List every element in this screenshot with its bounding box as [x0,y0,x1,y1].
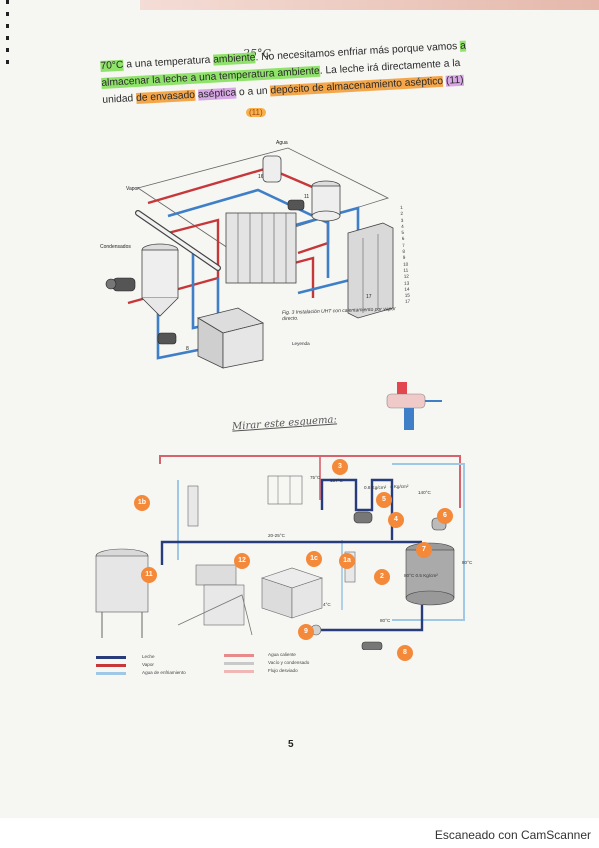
legend-num: 12 [403,273,410,280]
highlight-temperature: 70°C [100,59,124,72]
num-11: 11 [304,194,309,200]
legend-swatch-vapor [96,664,126,667]
paragraph-text-1: a una temperatura [123,54,214,71]
tag-1b: 1b [134,495,150,511]
tag-4: 4 [388,512,404,528]
body-paragraph: 70°C a una temperatura ambiente. No nece… [100,37,484,109]
legend-agua-caliente: Agua caliente [268,652,296,657]
tag-2: 2 [374,569,390,585]
pump-4 [353,511,373,524]
legend-vapor: Vapor [142,662,154,667]
scanner-watermark: Escaneado con CamScanner [434,828,591,842]
uht-plant-figure: Vapor Agua Condensados 16 11 8 17 [100,140,394,369]
pump-motor [105,199,305,345]
injector-tube [135,210,221,271]
page-number: 5 [288,739,294,750]
vacuum-vessel [311,180,341,222]
highlight-ref: (11) [445,74,464,87]
legend-swatch-vacio [224,662,254,665]
pump-8 [361,641,383,650]
legend-desviado: Flujo desviado [268,668,298,673]
tag-6: 6 [437,508,453,524]
label-140c: 140°C [418,490,431,495]
label-137c: 137°C [330,478,343,483]
tag-8: 8 [397,645,413,661]
plate-heat-exchanger [225,212,297,284]
label-4kg: 4 Kg/cm² [390,484,409,489]
label-4c: 4°C [323,602,331,607]
tag-12: 12 [234,553,250,569]
legend-swatch-desviado [224,670,254,673]
tag-11: 11 [141,567,157,583]
label-condensados: Condensados [100,244,131,250]
scanner-footer: Escaneado con CamScanner [0,818,599,848]
highlight-ambient: ambiente [212,52,256,66]
label-20-25c: 20-25°C [268,533,285,538]
control-panel [347,222,394,319]
legend-swatch-leche [96,656,126,659]
tag-1c: 1c [306,551,322,567]
highlight-tank: depósito de almacenamiento aséptico [270,75,444,97]
highlight-aseptic: aséptica [197,87,237,101]
label-0p5kg: 80°C 0.5 Kg/cm² [404,573,438,578]
highlight-packaging: de envasado [135,89,196,105]
tag-7: 7 [416,542,432,558]
vacuum-vessel-7 [405,542,455,606]
legend-agua-fria: Agua de enfriamiento [142,670,186,675]
aseptic-packaging-machine [177,564,253,636]
legend-leche: Leche [142,654,155,659]
page-edge-shadow [140,0,599,10]
scanned-page: 25°C 70°C a una temperatura ambiente. No… [0,0,599,818]
top-figure-legend: 1 2 3 4 5 6 7 8 9 10 11 12 13 14 15 17 [400,205,410,306]
homogenizer-box [261,567,323,619]
num-17: 17 [366,294,372,300]
label-0p8kg: 0.8 Kg/cm² [364,485,387,490]
legend-num: 17 [404,299,411,305]
label-vapor: Vapor [126,186,139,192]
aseptic-storage-tank [95,548,149,638]
label-75c: 75°C [310,475,321,480]
heat-exchanger-frame [267,475,303,505]
homogenizer [196,307,265,369]
tag-9: 9 [298,624,314,640]
label-80c-b: 80°C [380,618,391,623]
condenser [262,155,282,183]
process-flow-diagram [95,382,465,650]
legend-vacio: Vacío y condensado [268,660,310,665]
flow-legend: Leche Vapor Agua de enfriamiento Agua ca… [96,650,336,680]
legend-swatch-agua-fria [96,672,126,675]
paragraph-text-5: o a un [235,85,271,99]
tube-1b [187,485,199,527]
balance-tank [141,243,179,317]
steam-injector [386,382,442,430]
tag-3: 3 [332,459,348,475]
binder-holes [6,0,9,70]
label-80c: 80°C [462,560,473,565]
legend-heading: Leyenda [292,341,310,346]
num-8: 8 [186,346,189,352]
tag-1a: 1a [339,553,355,569]
handwritten-margin-mark: (11) [246,108,266,117]
num-16: 16 [258,174,264,180]
label-agua: Agua [276,140,288,146]
tag-5: 5 [376,492,392,508]
legend-swatch-agua-caliente [224,654,254,657]
